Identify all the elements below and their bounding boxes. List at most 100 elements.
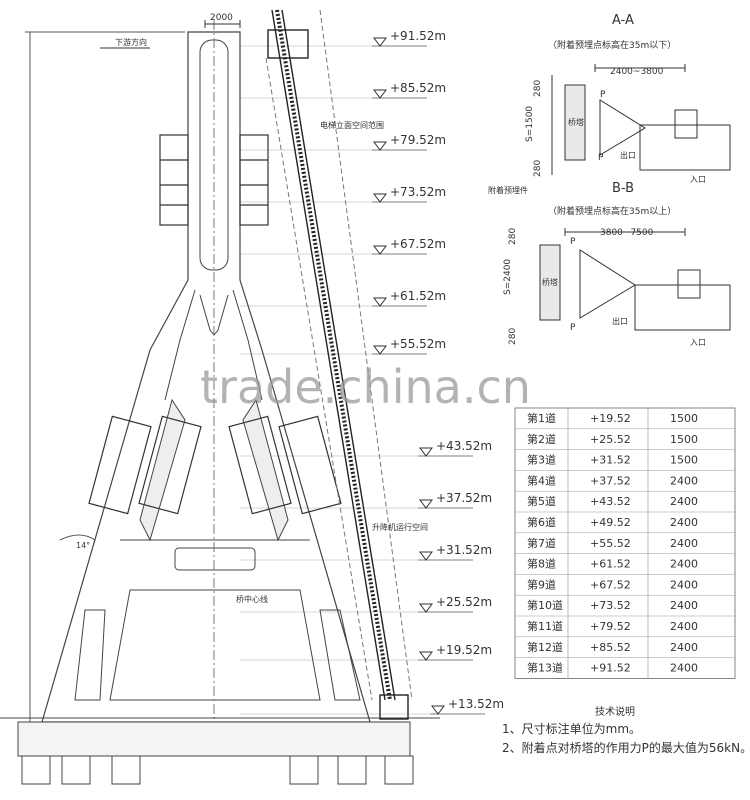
table-cell-spacing: 2400 [670,641,698,654]
aa-s: S=1500 [525,106,535,142]
table-cell-spacing: 1500 [670,433,698,446]
elevator-range-label: 电梯立面空间范围 [320,120,384,130]
watermark: trade.china.cn [200,360,531,414]
elevation-label: +37.52m [436,491,492,505]
table-cell-elevation: +37.52 [590,474,631,487]
table-cell-elevation: +31.52 [590,454,631,467]
elevation-label: +85.52m [390,81,446,95]
aa-tower: 桥塔 [568,117,584,127]
table-cell-elevation: +19.52 [590,412,631,425]
table-cell-level: 第9道 [527,577,556,591]
aa-p-top: P [600,90,606,100]
table-cell-level: 第12道 [527,640,563,654]
lift-track-label: 升降机运行空间 [372,522,428,532]
bb-280-bot: 280 [508,328,518,345]
table-cell-spacing: 2400 [670,474,698,487]
elevation-label: +79.52m [390,133,446,147]
table-cell-elevation: +73.52 [590,599,631,612]
table-cell-elevation: +25.52 [590,433,631,446]
tech-note-2: 2、附着点对桥塔的作用力P的最大值为56kN。 [502,740,750,755]
table-cell-elevation: +85.52 [590,641,631,654]
elevation-label: +13.52m [448,697,504,711]
elevation-triangle [373,193,387,203]
elevation-label: +19.52m [436,643,492,657]
table-cell-elevation: +49.52 [590,516,631,529]
table-cell-level: 第6道 [527,515,556,529]
scaffold-frames [88,134,342,515]
table-cell-level: 第7道 [527,536,556,550]
aa-exit: 出口 [620,150,636,160]
table-row: 第9道 +67.52 2400 [527,577,698,591]
table-cell-spacing: 2400 [670,599,698,612]
elevation-label: +61.52m [390,289,446,303]
bb-entry: 入口 [690,338,706,347]
table-cell-spacing: 2400 [670,558,698,571]
elevation-label: +25.52m [436,595,492,609]
aa-p-bot: P [598,153,604,163]
elevation-triangle [419,603,433,613]
table-cell-elevation: +67.52 [590,578,631,591]
elevation-label: +67.52m [390,237,446,251]
downstream-label: 下游方向 [115,37,147,47]
table-cell-level: 第11道 [527,619,563,633]
elevation-triangle [373,297,387,307]
table-cell-spacing: 2400 [670,537,698,550]
bb-tower: 桥塔 [542,277,558,287]
tech-note-1: 1、尺寸标注单位为mm。 [502,721,641,736]
table-row: 第6道 +49.52 2400 [527,515,698,529]
table-cell-elevation: +43.52 [590,495,631,508]
section-bb [539,228,731,331]
table-cell-spacing: 2400 [670,578,698,591]
bb-p-bot: P [570,323,576,333]
table-cell-level: 第8道 [527,557,556,571]
elevator-mast [265,9,413,720]
table-cell-level: 第2道 [527,432,556,446]
angle-label: 14° [76,541,90,550]
table-cell-elevation: +79.52 [590,620,631,633]
elevation-label: +91.52m [390,29,446,43]
elevation-label: +73.52m [390,185,446,199]
aa-entry: 入口 [690,175,706,184]
table-cell-level: 第1道 [527,411,556,425]
embed-parts-label: 附着预埋件 [488,185,528,195]
elevation-triangle [419,551,433,561]
table-border [514,407,736,679]
bb-title: B-B [612,181,634,196]
table-row: 第12道 +85.52 2400 [527,640,698,654]
section-aa [551,64,731,175]
table-cell-elevation: +55.52 [590,537,631,550]
table-cell-spacing: 1500 [670,454,698,467]
bb-280-top: 280 [508,228,518,245]
table-row: 第2道 +25.52 1500 [527,432,698,446]
elevation-label: +55.52m [390,337,446,351]
elevation-triangle [419,447,433,457]
top-width-label: 2000 [210,13,233,23]
table-row: 第7道 +55.52 2400 [527,536,698,550]
angle-arc [59,534,96,541]
bb-s: S=2400 [503,259,513,295]
elevation-label: +43.52m [436,439,492,453]
elevation-label: +31.52m [436,543,492,557]
aa-subtitle: （附着预埋点标高在35m以下） [548,39,676,51]
bb-range: 3800~7500 [600,228,654,238]
table-cell-elevation: +61.52 [590,558,631,571]
tech-title: 技术说明 [595,705,635,718]
top-dimension [204,20,241,28]
table-cell-level: 第10道 [527,598,563,612]
table-cell-spacing: 2400 [670,662,698,675]
table-cell-spacing: 2400 [670,495,698,508]
bb-exit: 出口 [612,316,628,326]
table-cell-spacing: 2400 [670,516,698,529]
elevation-marks: +91.52m +85.52m +79.52m +73.52m +67.52m +61.5… [240,29,504,715]
table-cell-level: 第13道 [527,661,563,675]
elevation-triangle [431,705,445,715]
bb-p-top: P [570,237,576,247]
table-cell-spacing: 2400 [670,620,698,633]
aa-range: 2400~3800 [610,67,664,77]
elevation-triangle [373,345,387,355]
